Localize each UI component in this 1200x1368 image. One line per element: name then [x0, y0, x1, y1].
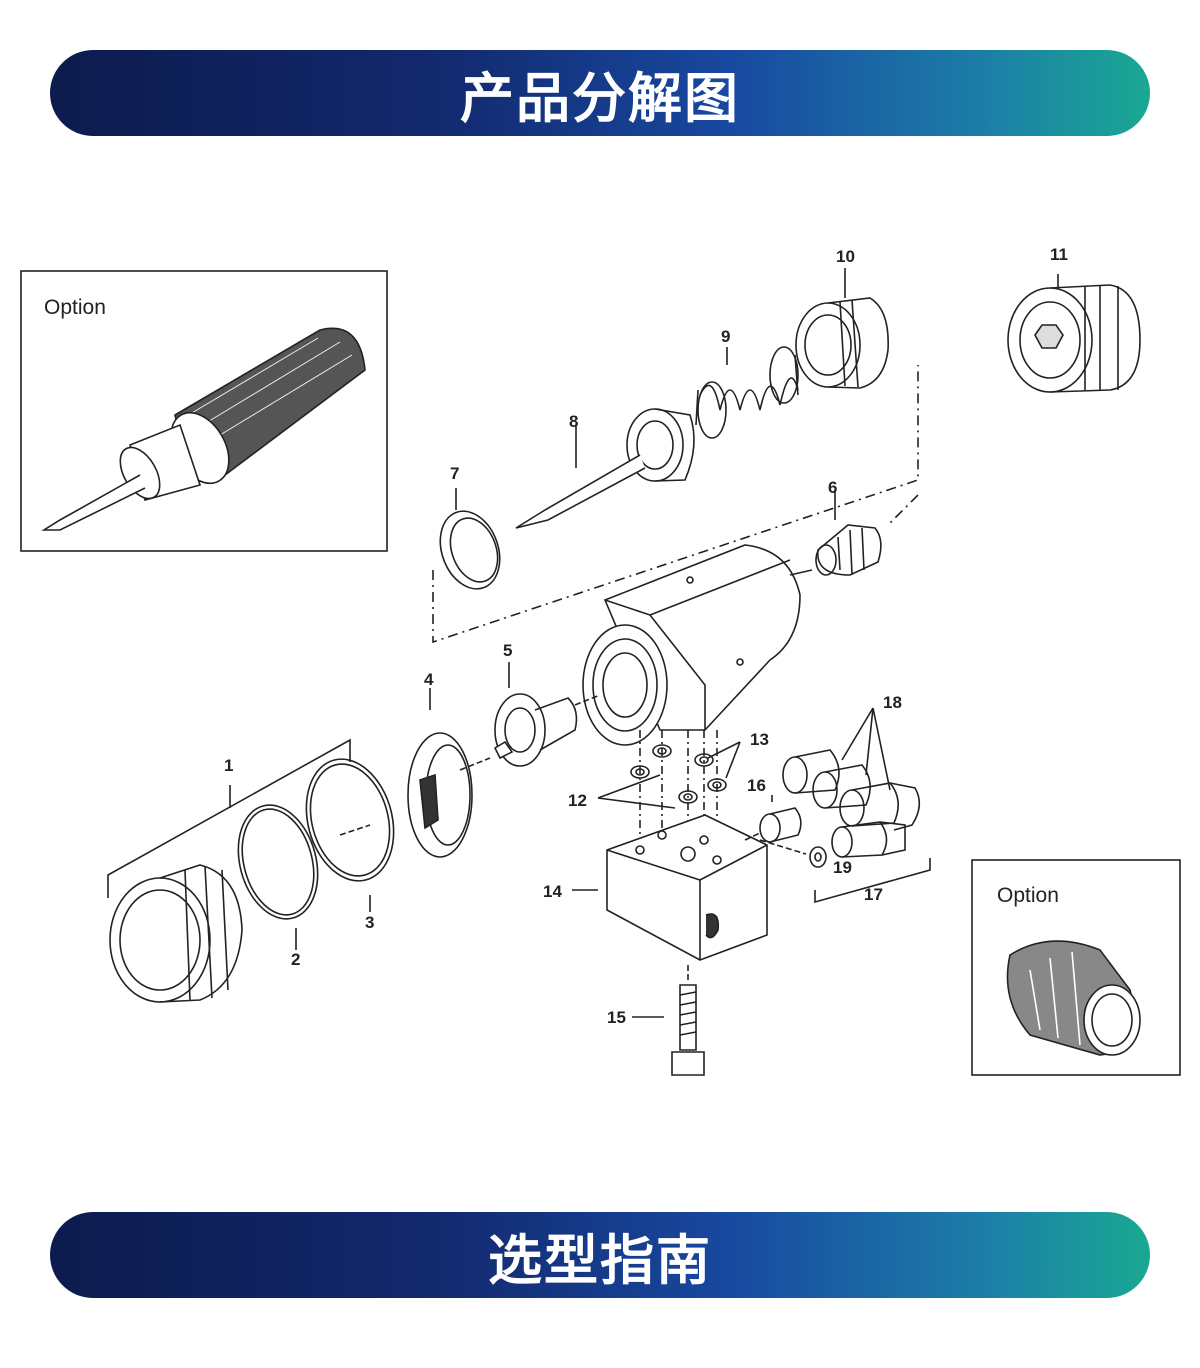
part-17-fitting — [814, 821, 931, 904]
option-label: Option — [44, 296, 106, 319]
callout-10: 10 — [836, 247, 855, 266]
part-6-valve — [815, 490, 882, 576]
callout-1: 1 — [224, 756, 233, 775]
part-14-manifold-block — [572, 814, 768, 961]
callout-17: 17 — [864, 885, 883, 904]
callout-8: 8 — [569, 412, 578, 431]
callout-11: 11 — [1050, 245, 1068, 264]
callout-4: 4 — [424, 670, 434, 689]
part-9-spring — [695, 346, 799, 439]
callout-19: 19 — [833, 858, 852, 877]
section-header-exploded-view: 产品分解图 — [50, 50, 1150, 136]
part-15-bolt — [632, 965, 705, 1076]
callout-2: 2 — [291, 950, 300, 969]
part-8-needle — [515, 408, 695, 529]
knurled-handle-icon — [41, 327, 366, 531]
section-title: 选型指南 — [488, 1228, 712, 1292]
callout-13: 13 — [750, 730, 769, 749]
adjuster-knob-icon — [1006, 940, 1141, 1056]
section-header-selection-guide: 选型指南 — [50, 1212, 1150, 1298]
callout-14: 14 — [543, 882, 562, 901]
part-11-cap — [1007, 274, 1141, 393]
part-5-nozzle — [493, 662, 601, 767]
part-2-ring — [237, 804, 319, 950]
callout-9: 9 — [721, 327, 730, 346]
washers-12-13 — [597, 730, 741, 855]
part-19-washer — [759, 839, 827, 868]
part-3-ring — [305, 758, 395, 912]
callout-16: 16 — [747, 776, 766, 795]
callout-6: 6 — [828, 478, 837, 497]
part-7-seal-ring — [439, 488, 501, 590]
option-box-adjuster: Option — [971, 859, 1181, 1076]
callout-15: 15 — [607, 1008, 626, 1027]
callout-12: 12 — [568, 791, 587, 810]
part-1-retaining-ring — [107, 738, 371, 1003]
option-label: Option — [997, 884, 1059, 907]
callout-18: 18 — [883, 693, 902, 712]
part-18-fittings — [782, 707, 921, 831]
callout-labels: 1 2 3 4 5 6 7 8 9 10 11 12 13 14 15 16 1… — [224, 245, 1068, 1027]
callout-3: 3 — [365, 913, 374, 932]
callout-5: 5 — [503, 641, 512, 660]
section-title: 产品分解图 — [460, 66, 740, 130]
callout-7: 7 — [450, 464, 459, 483]
part-16-plug — [744, 795, 802, 843]
part-4-air-cap — [407, 688, 491, 858]
part-10-threaded-cap — [795, 268, 889, 389]
exploded-parts-diagram: Option Option — [20, 245, 1181, 1076]
option-box-needle-tool: Option — [20, 270, 388, 552]
main-gun-body — [582, 544, 813, 746]
